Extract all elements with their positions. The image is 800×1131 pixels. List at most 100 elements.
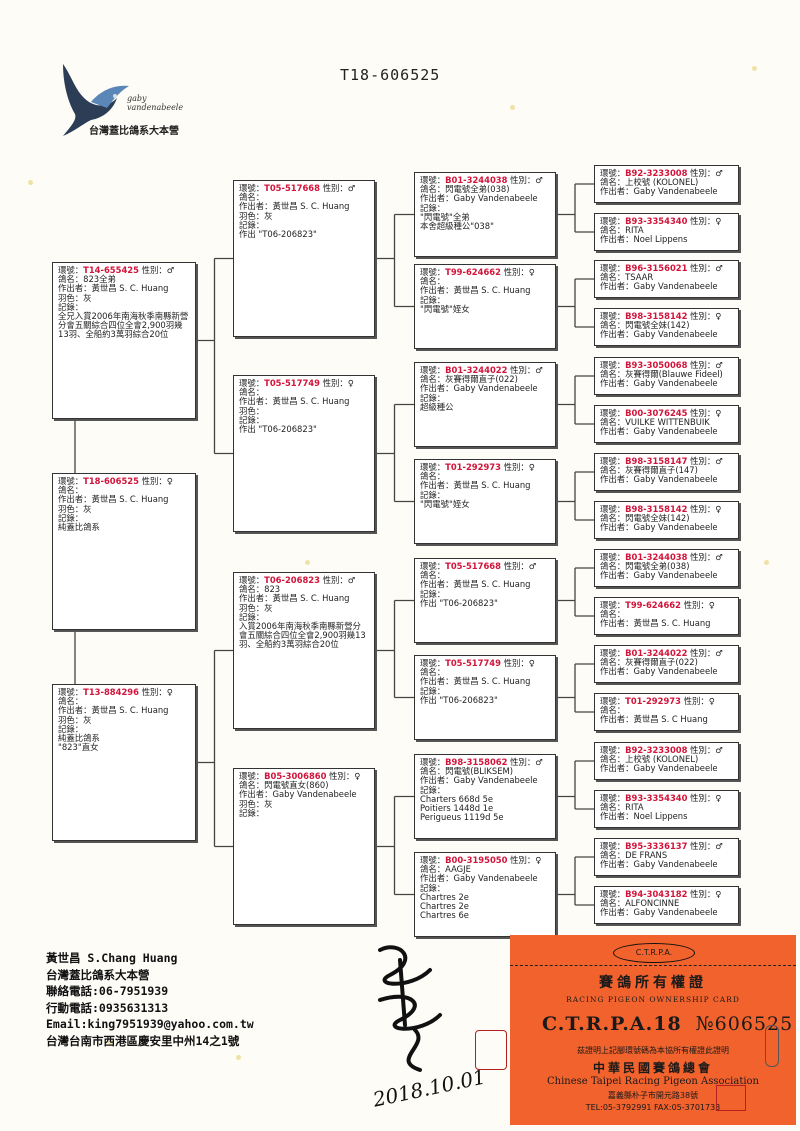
name-row: 鴿名：閃電號(BLIKSEM) — [420, 767, 550, 776]
name-label: 鴿名： — [420, 766, 446, 777]
sex-value: ♂ — [715, 745, 723, 755]
breeder-value: Gaby Vandenabeele — [453, 775, 538, 786]
sex-value: ♀ — [166, 687, 173, 697]
ring-label: 環號： — [600, 552, 626, 562]
ring-label: 環號： — [420, 267, 446, 277]
sex-value: ♂ — [535, 757, 543, 767]
breeder-label: 作出者： — [239, 201, 273, 212]
breeder-row: 作出者：Gaby Vandenabeele — [600, 764, 733, 773]
ring-label: 環號： — [58, 687, 84, 697]
breeder-row: 作出者：Gaby Vandenabeele — [600, 571, 733, 580]
ring-number: T06-206823 — [264, 575, 320, 585]
name-row: 鴿名： — [420, 277, 550, 286]
paper-speck — [305, 560, 310, 565]
color-row: 羽色：灰 — [239, 602, 369, 613]
breeder-label: 作出者： — [600, 666, 634, 677]
ring-number: B01-3244038 — [445, 175, 508, 185]
ring-row: 環號：B96-3156021 性別：♂ — [600, 263, 733, 273]
breeder-value: 黃世昌 S. C. Huang — [272, 201, 350, 212]
color-value: 灰 — [264, 602, 273, 613]
card-title-en: RACING PIGEON OWNERSHIP CARD — [566, 995, 740, 1004]
record-note: 超級種公 — [420, 401, 454, 412]
name-value: ALFONCINNE — [625, 898, 680, 909]
breeder-value: 黃世昌 S. C. Huang — [272, 593, 350, 604]
name-row: 鴿名： — [600, 706, 733, 715]
name-row: 鴿名： — [600, 610, 733, 619]
name-label: 鴿名： — [420, 374, 446, 385]
name-value: 灰賽得爾直子(147) — [625, 465, 698, 476]
breeder-value: 黃世昌 S. C Huang — [633, 714, 708, 725]
pedigree-box: 環號：T01-292973 性別：♀鴿名：作出者：黃世昌 S. C. Huang… — [414, 459, 556, 544]
ring-label: 環號： — [600, 648, 626, 658]
name-row: 鴿名：閃電號全弟(038) — [600, 562, 733, 571]
name-value: 閃電號全妹(142) — [625, 513, 690, 524]
card-tel: TEL:05-3792991 FAX:05-3701733 — [585, 1103, 721, 1112]
pedigree-box: 環號：T99-624662 性別：♀鴿名：作出者：黃世昌 S. C. Huang… — [414, 264, 556, 349]
breeder-value: Gaby Vandenabeele — [453, 383, 538, 394]
breeder-value: 黃世昌 S. C. Huang — [453, 676, 531, 687]
sex-value: ♀ — [528, 267, 535, 277]
breeder-label: 作出者： — [58, 283, 92, 294]
ring-row: 環號：T01-292973 性別：♀ — [420, 462, 550, 472]
card-seal-stamp-icon — [716, 1085, 746, 1111]
name-label: 鴿名： — [58, 274, 84, 285]
record-label: 記錄： — [58, 512, 84, 523]
color-value: 灰 — [264, 798, 273, 809]
color-label: 羽色： — [58, 503, 84, 514]
name-row: 鴿名：AAGJE — [420, 865, 550, 874]
card-assoc-cn: 中華民國賽鴿總會 — [592, 1061, 713, 1075]
breeder-value: 黃世昌 S. C. Huang — [91, 494, 169, 505]
ring-number: B95-3336137 — [625, 841, 688, 851]
breeder-row: 作出者：Gaby Vandenabeele — [420, 384, 550, 393]
paper-speck — [236, 1055, 241, 1060]
pedigree-box: 環號：T99-624662 性別：♀鴿名：作出者：黃世昌 S. C. Huang — [594, 597, 739, 635]
card-assoc-en: Chinese Taipei Racing Pigeon Association — [547, 1076, 759, 1087]
record-label: 記錄： — [420, 685, 446, 696]
name-value: 823全弟 — [83, 274, 116, 285]
record-label: 記錄： — [420, 489, 446, 500]
name-label: 鴿名： — [239, 192, 265, 203]
card-badge: C.T.R.P.A. — [613, 943, 695, 963]
name-row: 鴿名：閃電號全妹(142) — [600, 514, 733, 523]
record-label: 記錄： — [58, 723, 84, 734]
pedigree-box: 環號：T13-884296 性別：♀鴿名：作出者：黃世昌 S. C. Huang… — [52, 684, 196, 841]
ring-number: T01-292973 — [445, 462, 501, 472]
record-note: Charters 668d 5e — [420, 793, 494, 804]
name-row: 鴿名：上校號 (KOLONEL) — [600, 178, 733, 187]
breeder-label: 作出者： — [420, 873, 454, 884]
sex-value: ♀ — [166, 476, 173, 486]
ring-number: B92-3233008 — [625, 168, 688, 178]
sex-value: ♀ — [354, 771, 361, 781]
ring-number: B93-3354340 — [625, 793, 688, 803]
name-row: 鴿名：VUILKE WITTENBUIK — [600, 418, 733, 427]
loft-logo: gaby vandenabeele 台灣蓋比鴿系大本營 — [55, 58, 200, 143]
breeder-row: 作出者：黃世昌 S. C. Huang — [239, 397, 369, 406]
color-label: 羽色： — [58, 292, 84, 303]
name-row: 鴿名： — [420, 668, 550, 677]
breeder-row: 作出者：Gaby Vandenabeele — [600, 282, 733, 291]
ring-row: 環號：B00-3076245 性別：♀ — [600, 408, 733, 418]
ring-row: 環號：T14-655425 性別：♂ — [58, 265, 190, 275]
name-value: RITA — [625, 225, 644, 236]
record-label: 記錄： — [420, 392, 446, 403]
pedigree-box: 環號：T18-606525 性別：♀鴿名：作出者：黃世昌 S. C. Huang… — [52, 473, 196, 630]
name-row: 鴿名：823 — [239, 585, 369, 594]
breeder-value: Gaby Vandenabeele — [633, 763, 718, 774]
document-id: T18-606525 — [340, 66, 441, 84]
name-row: 鴿名： — [58, 697, 190, 706]
pedigree-box: 環號：T05-517668 性別：♂鴿名：作出者：黃世昌 S. C. Huang… — [233, 180, 375, 337]
sex-label: 性別： — [503, 561, 529, 571]
sex-value: ♂ — [535, 365, 543, 375]
ring-label: 環號： — [420, 462, 446, 472]
ring-row: 環號：B93-3354340 性別：♀ — [600, 793, 733, 803]
record-note: "閃電號"姪女 — [420, 303, 470, 314]
sex-label: 性別： — [510, 757, 536, 767]
color-row: 羽色：灰 — [58, 715, 190, 725]
ring-label: 環號： — [600, 600, 626, 610]
ring-row: 環號：T05-517668 性別：♂ — [420, 561, 550, 571]
ring-number: B98-3158142 — [625, 311, 688, 321]
ring-number: T05-517668 — [264, 183, 320, 193]
name-row: 鴿名：灰賽得爾直子(022) — [420, 375, 550, 384]
name-row: 鴿名：灰賽得爾直子(147) — [600, 466, 733, 475]
